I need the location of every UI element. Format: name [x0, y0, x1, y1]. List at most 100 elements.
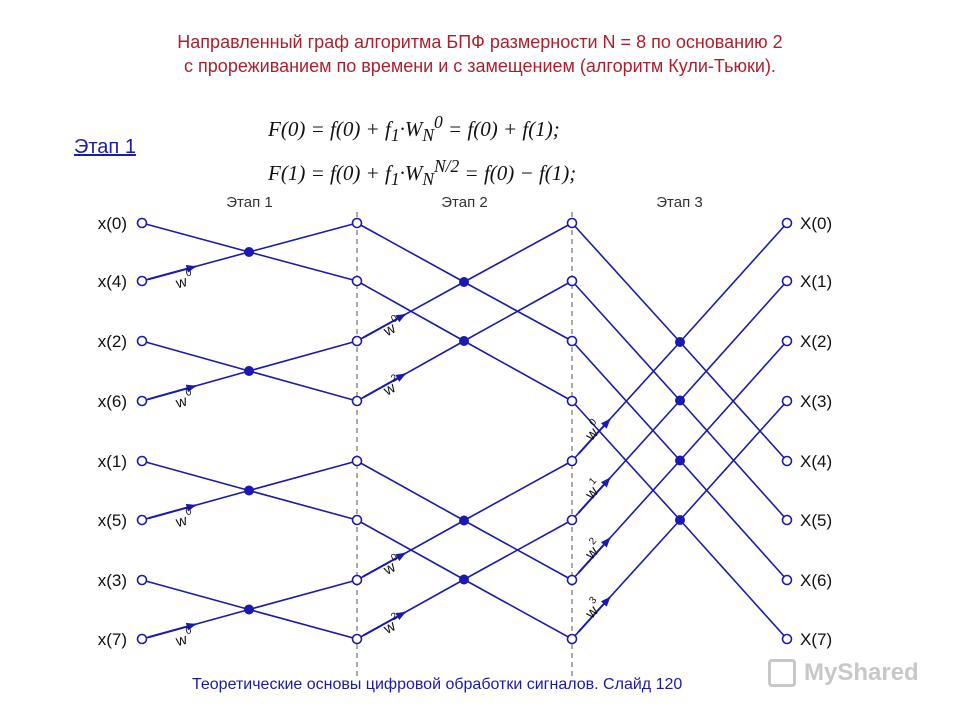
twiddle-label: w3 — [581, 595, 602, 623]
svg-text:w: w — [581, 424, 602, 444]
butterfly-node — [244, 366, 254, 376]
column-node — [566, 275, 578, 287]
column-node — [781, 217, 793, 229]
watermark: MyShared — [768, 655, 928, 695]
twiddle-arrow-stage1 — [148, 622, 197, 639]
output-label: X(4) — [800, 452, 832, 471]
twiddle-label: w0 — [173, 625, 194, 651]
twiddle-label: w0 — [581, 417, 602, 445]
svg-text:2: 2 — [587, 535, 599, 547]
graph-edge — [679, 400, 788, 521]
column-node — [136, 275, 148, 287]
input-label: x(2) — [98, 332, 127, 351]
output-label: X(6) — [800, 571, 832, 590]
column-node — [351, 514, 363, 526]
svg-text:0: 0 — [389, 552, 400, 565]
column-node — [781, 574, 793, 586]
butterfly-node — [675, 455, 685, 466]
twiddle-arrow-stage2 — [362, 373, 407, 399]
input-label: x(4) — [98, 272, 127, 291]
column-node — [781, 335, 793, 347]
svg-text:0: 0 — [587, 417, 599, 429]
column-node — [781, 514, 793, 526]
input-label: x(0) — [98, 214, 127, 233]
title-line-1: Направленный граф алгоритма БПФ размерно… — [177, 32, 783, 52]
column-node — [781, 275, 793, 287]
input-label: x(6) — [98, 392, 127, 411]
column-node — [566, 395, 578, 407]
svg-text:w: w — [173, 512, 189, 532]
svg-text:3: 3 — [587, 595, 599, 607]
graph-edge — [463, 578, 573, 640]
stage-1-link[interactable]: Этап 1 — [74, 136, 136, 158]
svg-text:2: 2 — [389, 372, 400, 385]
twiddle-arrow-stage1 — [148, 384, 197, 401]
svg-text:w: w — [581, 483, 602, 503]
column-node — [136, 574, 148, 586]
graph-edge — [141, 460, 250, 492]
graph-edge — [248, 608, 358, 640]
graph-edge — [571, 280, 681, 402]
column-node — [136, 633, 148, 645]
graph-edge — [463, 222, 573, 283]
graph-edge — [248, 370, 358, 402]
twiddle-arrow-stage1 — [148, 503, 197, 520]
twiddle-label: w0 — [173, 387, 193, 413]
column-node — [136, 217, 148, 229]
graph-edge — [248, 340, 358, 372]
svg-text:0: 0 — [185, 506, 194, 518]
butterfly-node — [244, 247, 254, 257]
column-node — [351, 455, 363, 467]
butterfly-node — [459, 574, 469, 585]
svg-text:0: 0 — [389, 313, 400, 326]
column-node — [566, 633, 578, 645]
graph-edge — [679, 340, 788, 462]
graph-edge — [571, 340, 681, 462]
column-node — [351, 275, 363, 287]
stage-header: Этап 2 — [441, 194, 487, 211]
input-label: x(3) — [98, 571, 127, 590]
output-label: X(7) — [800, 630, 832, 649]
butterfly-node — [459, 277, 469, 287]
twiddle-arrow-stage3 — [577, 477, 611, 514]
graph-edge — [679, 280, 788, 402]
twiddle-label: w2 — [581, 535, 602, 563]
svg-text:0: 0 — [185, 625, 194, 637]
butterfly-node — [244, 485, 254, 496]
twiddle-arrow-stage1 — [148, 264, 197, 281]
column-node — [136, 514, 148, 526]
column-node — [136, 395, 148, 407]
butterfly-node — [675, 515, 685, 525]
svg-text:2: 2 — [389, 611, 400, 624]
twiddle-arrow-stage2 — [362, 611, 407, 637]
graph-edge — [248, 489, 358, 521]
graph-edge — [571, 222, 681, 343]
stage-header: Этап 1 — [226, 194, 272, 211]
input-label: x(1) — [98, 452, 127, 471]
twiddle-arrow-stage3 — [577, 596, 611, 633]
graph-edge — [679, 222, 788, 343]
graph-edge — [248, 222, 358, 253]
column-node — [781, 395, 793, 407]
butterfly-node — [675, 395, 685, 406]
twiddle-arrow-stage3 — [577, 537, 611, 574]
graph-edge — [356, 460, 465, 522]
butterfly-node — [244, 604, 254, 615]
column-node — [351, 335, 363, 347]
column-node — [351, 395, 363, 407]
column-node — [781, 455, 793, 467]
twiddle-arrow-stage2 — [362, 313, 407, 339]
svg-text:w: w — [173, 631, 189, 651]
graph-edge — [463, 519, 573, 581]
column-node — [566, 455, 578, 467]
input-label: x(5) — [98, 511, 127, 530]
butterfly-node — [459, 336, 469, 346]
output-label: X(1) — [800, 272, 832, 291]
column-node — [136, 335, 148, 347]
graph-edge — [141, 340, 250, 372]
butterfly-node — [675, 337, 685, 347]
output-label: X(5) — [800, 511, 832, 530]
svg-text:w: w — [173, 393, 189, 413]
svg-text:w: w — [581, 543, 602, 563]
